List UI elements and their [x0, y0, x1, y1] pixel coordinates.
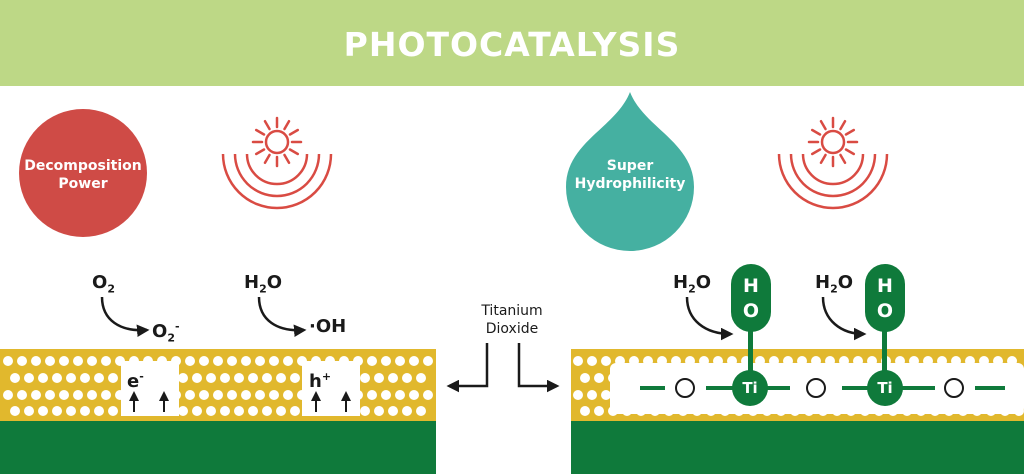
left-titanium-dioxide-layer [0, 349, 436, 474]
hydroxyl-o-label: O [742, 300, 760, 322]
titanium-dioxide-label: Titanium Dioxide [452, 302, 572, 338]
right-pointer-arrow-icon [517, 343, 560, 393]
water-arrow-icon [821, 296, 867, 341]
hydroxyl-radical-formula: ·OH [309, 316, 347, 337]
right-titanium-dioxide-layer [571, 349, 1024, 474]
vacancy-circle [675, 378, 695, 398]
hydrophilicity-label-line1: Super [606, 158, 654, 174]
sun-icon [777, 116, 889, 210]
decomposition-label-line2: Power [58, 176, 108, 192]
titanium-dioxide-line2: Dioxide [485, 321, 539, 337]
hydrophilicity-label: Super Hydrophilicity [560, 157, 700, 193]
decomposition-label: Decomposition Power [13, 157, 153, 193]
hole-cavity [302, 361, 360, 416]
decomposition-label-line1: Decomposition [24, 158, 142, 174]
ti-label: Ti [877, 379, 893, 397]
vacancy-circle [806, 378, 826, 398]
electron-cavity [121, 361, 179, 416]
titanium-dioxide-line1: Titanium [481, 303, 543, 319]
superoxide-formula: O2- [152, 320, 180, 345]
oxidation-arrow-icon [257, 296, 307, 337]
decomposition-badge [19, 109, 147, 237]
hydroxyl-group [865, 264, 905, 406]
hydroxyl-h-label: H [743, 275, 759, 297]
page-title: PHOTOCATALYSIS [343, 25, 681, 64]
hydrophilicity-label-line2: Hydrophilicity [574, 176, 686, 192]
water-formula: H2O [815, 272, 854, 296]
vacancy-circle [944, 378, 964, 398]
title-banner [0, 0, 1024, 86]
water-formula: H2O [673, 272, 712, 296]
hole-label: h+ [309, 370, 332, 392]
ti-label: Ti [742, 379, 758, 397]
hydroxyl-h-label: H [877, 275, 893, 297]
hydroxyl-o-label: O [876, 300, 894, 322]
electron-label: e- [127, 370, 144, 392]
reduction-arrow-icon [100, 296, 150, 337]
ti-atom [867, 370, 903, 406]
left-pointer-arrow-icon [446, 343, 489, 393]
water-arrow-icon [685, 296, 734, 341]
oxygen-formula: O2 [92, 272, 115, 296]
sun-icon [221, 116, 333, 210]
hydroxyl-group [731, 264, 771, 406]
hydrophilicity-droplet [566, 92, 694, 251]
ti-atom [732, 370, 768, 406]
water-formula: H2O [244, 272, 283, 296]
